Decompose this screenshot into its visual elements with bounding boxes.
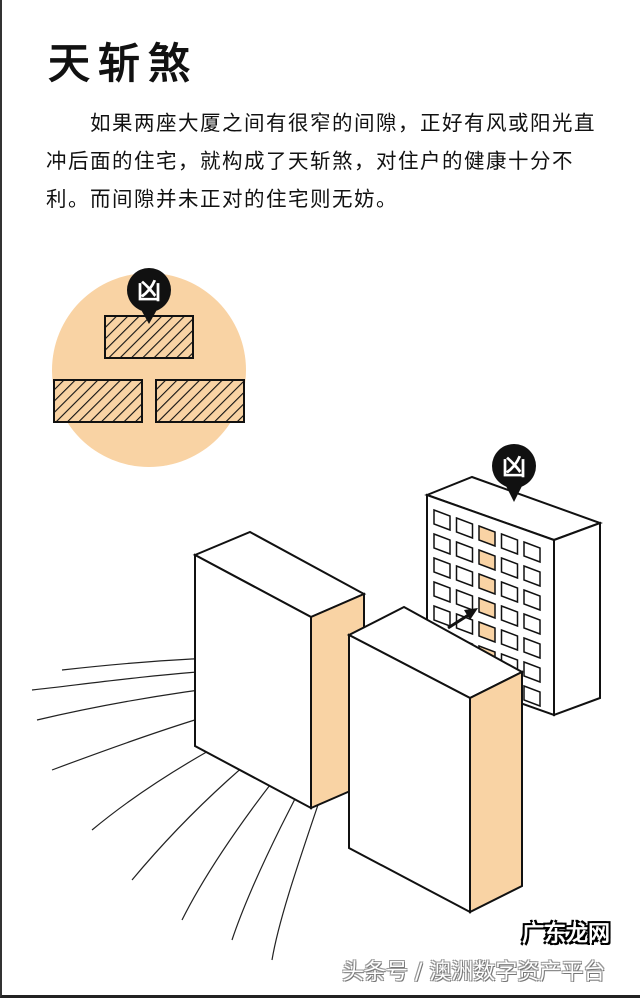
- window: [455, 540, 474, 564]
- window: [433, 508, 451, 532]
- window: [433, 532, 451, 556]
- plan-diagram: 凶: [52, 268, 246, 467]
- window: [523, 612, 541, 636]
- window: [500, 532, 519, 556]
- window: [433, 580, 451, 604]
- svg-text:凶: 凶: [502, 453, 526, 481]
- page-title: 天斩煞: [48, 39, 199, 88]
- svg-text:凶: 凶: [137, 277, 161, 305]
- left-building: [192, 530, 367, 810]
- window: [478, 572, 496, 596]
- window: [478, 620, 496, 644]
- window: [433, 556, 451, 580]
- danger-pin-icon-building: 凶: [492, 444, 536, 502]
- window: [500, 556, 519, 580]
- window: [523, 564, 541, 588]
- window: [523, 588, 541, 612]
- window: [455, 516, 474, 540]
- window: [478, 524, 496, 548]
- watermark-overlay: 广东龙网: [522, 922, 611, 947]
- front-building: [346, 605, 525, 914]
- window: [523, 684, 541, 708]
- window: [500, 580, 519, 604]
- watermark: 头条号 / 澳洲数字资产平台: [342, 960, 606, 985]
- window: [500, 628, 519, 652]
- window: [523, 636, 541, 660]
- body-text: 如果两座大厦之间有很窄的间隙，正好有风或阳光直冲后面的住宅，就构成了天斩煞，对住…: [46, 111, 596, 211]
- danger-pin-icon: 凶: [127, 268, 171, 324]
- window: [523, 660, 541, 684]
- arrow-icon: [447, 608, 478, 630]
- window: [478, 548, 496, 572]
- window: [478, 596, 496, 620]
- window: [523, 540, 541, 564]
- window: [500, 604, 519, 628]
- window: [455, 564, 474, 588]
